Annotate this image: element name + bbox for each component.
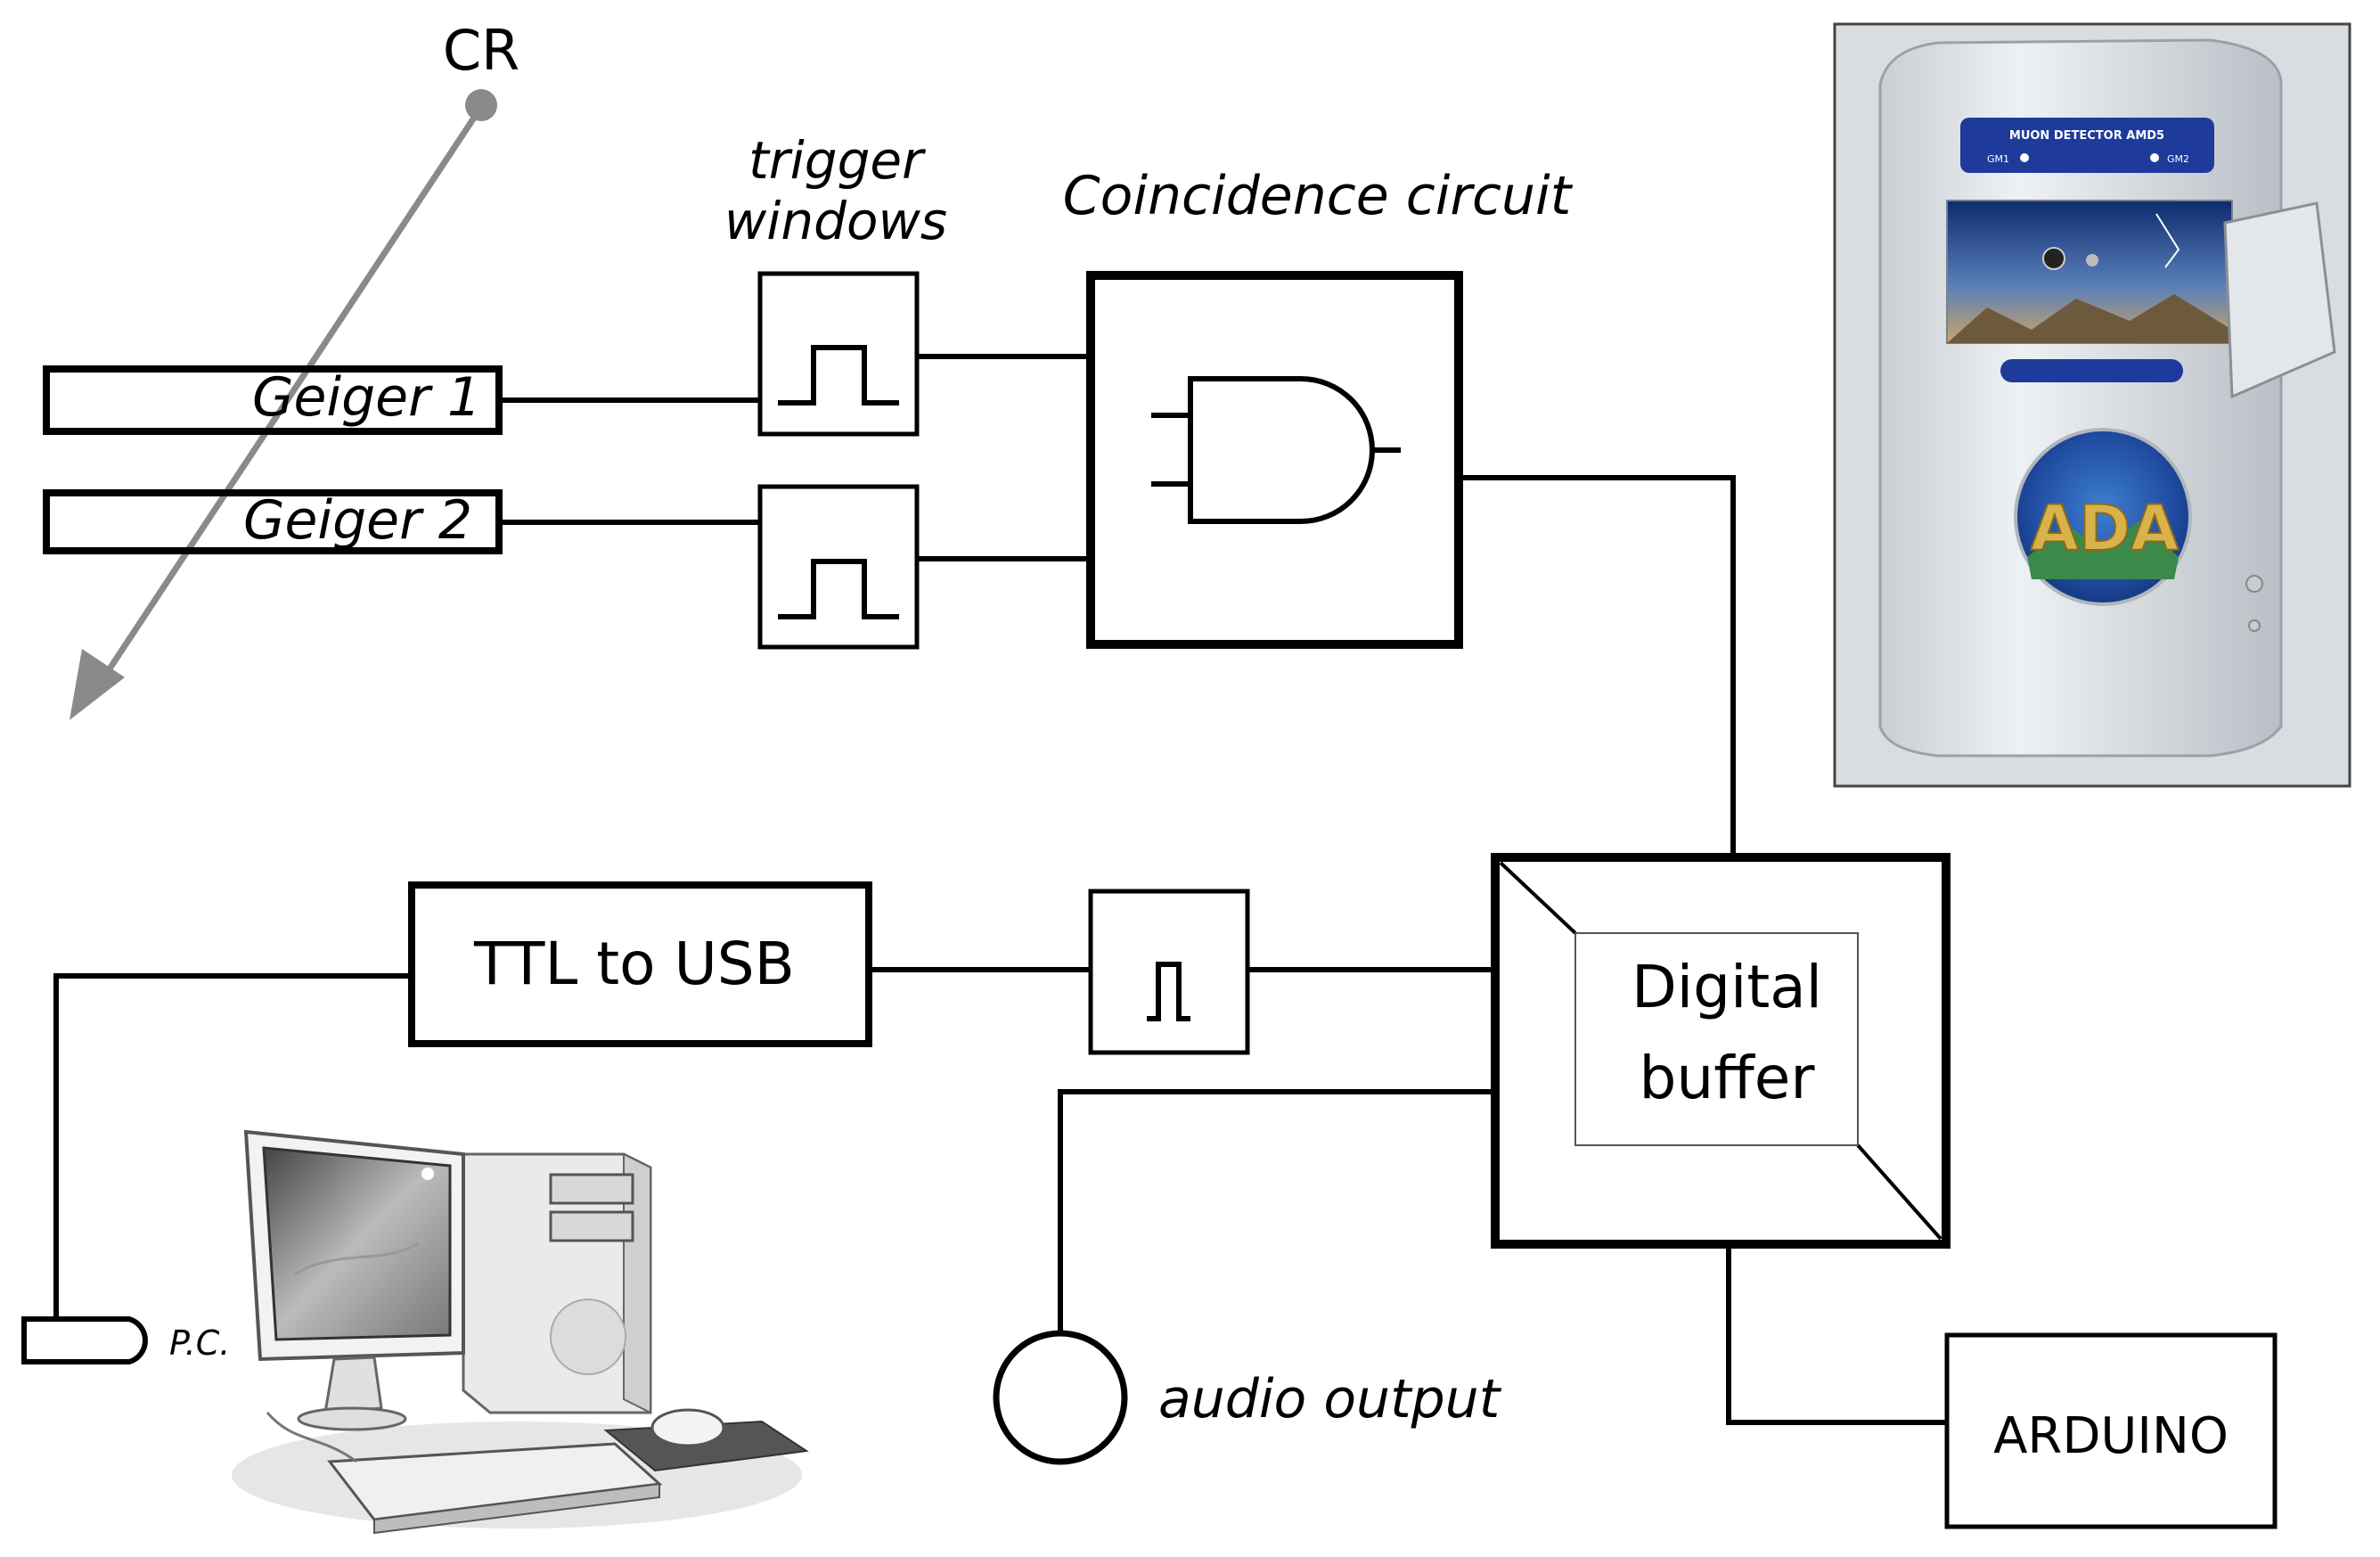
detector-top-panel: MUON DETECTOR AMD5 GM1 GM2 bbox=[1960, 118, 2214, 173]
pulse-waveform-icon bbox=[778, 559, 899, 619]
pc-keyboard bbox=[327, 1442, 663, 1535]
speaker-icon bbox=[993, 1330, 1128, 1465]
wire bbox=[53, 973, 412, 1317]
coincidence-circuit-box bbox=[1086, 271, 1463, 649]
cosmic-ray-arrow bbox=[70, 89, 497, 720]
wire bbox=[1058, 1089, 1495, 1335]
trigger-label-line2: windows bbox=[724, 191, 947, 251]
digital-buffer-box: Digital buffer bbox=[1491, 853, 1951, 1249]
trigger-label-line1: trigger bbox=[748, 130, 926, 191]
photo-panel-title: MUON DETECTOR AMD5 bbox=[2009, 129, 2164, 143]
wire bbox=[1459, 475, 1736, 854]
pc-monitor bbox=[243, 1129, 465, 1431]
detector-front-image bbox=[1946, 200, 2233, 344]
pulse-waveform-icon bbox=[1147, 962, 1190, 1021]
wire bbox=[1726, 1244, 1947, 1425]
arduino-box: ARDUINO bbox=[1944, 1332, 2278, 1529]
geiger-2-label: Geiger 2 bbox=[243, 489, 472, 552]
output-pulse-window bbox=[1088, 889, 1250, 1055]
buffer-label-line1: Digital bbox=[1632, 953, 1822, 1021]
ttl-to-usb-box: TTL to USB bbox=[408, 881, 872, 1047]
photo-right-label: GM2 bbox=[2167, 153, 2189, 165]
buffer-label-line2: buffer bbox=[1640, 1044, 1816, 1112]
geiger-tube-2: Geiger 2 bbox=[43, 489, 503, 554]
arduino-label: ARDUINO bbox=[1993, 1407, 2229, 1465]
pulse-waveform-icon bbox=[778, 345, 899, 406]
usb-plug-icon bbox=[21, 1316, 148, 1364]
trigger-window-1 bbox=[757, 271, 920, 437]
ttl-usb-label: TTL to USB bbox=[473, 930, 795, 998]
coincidence-label: Coincidence circuit bbox=[1063, 165, 1574, 227]
detector-photo: MUON DETECTOR AMD5 GM1 GM2 ADA bbox=[1833, 22, 2351, 788]
ada-logo-text: ADA bbox=[2031, 492, 2179, 565]
monitor-screen bbox=[262, 1146, 452, 1341]
pc-tower bbox=[462, 1152, 652, 1414]
pc-mouse bbox=[603, 1408, 809, 1472]
detector-door bbox=[2223, 201, 2336, 399]
cr-label: CR bbox=[443, 18, 519, 83]
and-gate-icon bbox=[1151, 376, 1401, 524]
photo-left-label: GM1 bbox=[1987, 153, 2009, 165]
geiger-tube-1: Geiger 1 bbox=[43, 365, 503, 435]
audio-output-label: audio output bbox=[1158, 1368, 1502, 1430]
geiger-1-label: Geiger 1 bbox=[252, 366, 481, 429]
cosmic-ray-source-dot bbox=[465, 89, 497, 121]
desktop-computer-illustration bbox=[232, 1129, 809, 1535]
trigger-window-2 bbox=[757, 484, 920, 650]
detector-slot bbox=[2000, 359, 2183, 382]
ada-logo: ADA bbox=[2014, 428, 2192, 606]
pc-label: P.C. bbox=[169, 1323, 230, 1363]
